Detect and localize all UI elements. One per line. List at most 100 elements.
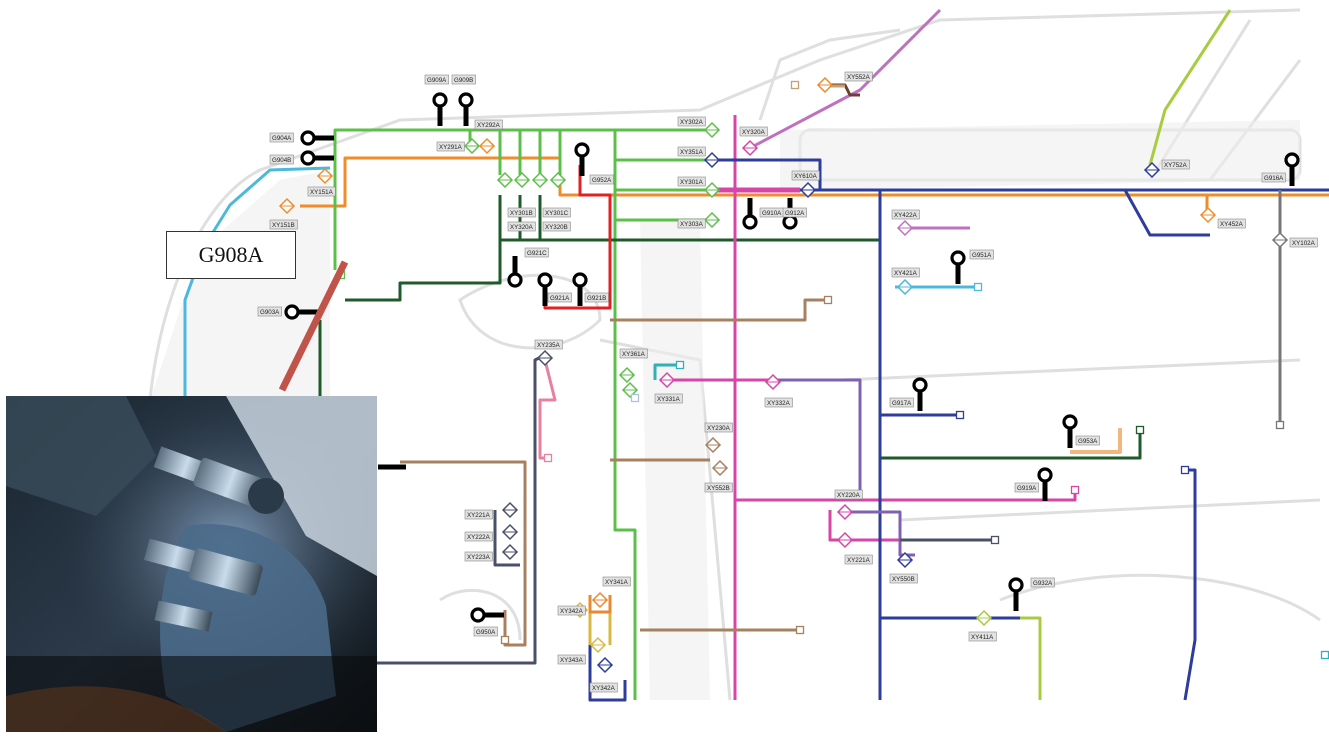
connector-label-c37: XY552B [704,482,733,493]
connector-label-c22: XY331A [654,393,683,404]
wire-violet [749,8,942,150]
svg-text:XY230A: XY230A [707,425,731,432]
wire-dark-green [345,238,1142,460]
ground-label-g19: G950A [473,626,498,637]
connector-c5 [496,171,514,189]
svg-text:G921A: G921A [550,295,570,302]
connector-c18 [1199,206,1217,224]
ground-label-g5: G952A [589,174,614,185]
ground-label-g8: G921C [524,247,549,258]
connector-label-c31: XY341A [602,576,631,587]
connector-label-c21: XY235A [534,339,563,350]
svg-text:XY222A: XY222A [467,534,491,541]
svg-text:G921B: G921B [587,295,606,302]
svg-text:XY320A: XY320A [742,129,766,136]
connector-label-c3: XY151A [307,186,336,197]
connector-c14 [799,181,817,199]
connector-c3 [316,167,334,185]
svg-text:XY221A: XY221A [467,512,491,519]
ground-label-g2: G909B [451,74,476,85]
connector-c34 [596,656,614,674]
connector-label-c14: XY610A [791,170,820,181]
ground-callout-box: G908A [166,231,296,279]
svg-text:XY610A: XY610A [794,173,818,180]
connector-label-c15: XY422A [891,209,920,220]
wire-slate-2 [493,510,520,567]
ground-label-g7: G912A [782,207,807,218]
svg-text:G912A: G912A [785,210,805,217]
connector-c31 [591,591,609,609]
connector-c38 [621,381,639,399]
connector-label-c20: XY361A [619,348,648,359]
connector-label-c5: XY301B [507,207,536,218]
svg-text:G903A: G903A [260,309,280,316]
svg-text:G910A: G910A [762,210,782,217]
ground-stud-g5 [574,142,590,176]
svg-text:G904B: G904B [272,157,291,164]
svg-text:G909B: G909B [454,77,473,84]
connector-c9 [703,121,721,139]
svg-text:XY303A: XY303A [680,221,704,228]
svg-text:XY411A: XY411A [971,634,994,641]
connector-c28 [501,501,519,519]
terminal-square-1 [823,295,833,305]
connector-label-c32: XY342A [557,605,586,616]
wire-green-2 [468,130,562,175]
connector-label-c35: XY411A [968,631,997,642]
svg-text:XY221A: XY221A [847,557,871,564]
svg-text:XY342A: XY342A [560,608,584,615]
connector-label-c29: XY222A [464,531,493,542]
ground-label-g12: G951A [969,249,994,260]
ground-stud-g13 [912,377,928,411]
svg-text:XY302A: XY302A [680,119,704,126]
svg-text:G919A: G919A [1017,485,1037,492]
connector-c11 [703,211,721,229]
connector-label-c27: XY550B [889,573,918,584]
wire-brown [400,460,527,647]
terminal-square-8 [1180,465,1190,475]
connector-c2 [478,137,496,155]
connector-c4 [278,197,296,215]
ground-stud-g2 [458,92,474,126]
svg-text:XY291A: XY291A [439,144,463,151]
svg-text:XY361A: XY361A [622,351,646,358]
connector-c16 [896,278,914,296]
ground-label-g3: G904A [269,132,294,143]
connector-c21 [536,349,554,367]
ground-stud-g9 [537,272,553,306]
callout-leader-line [278,260,349,392]
wire-green-3 [613,130,637,700]
svg-text:XY220A: XY220A [837,492,861,499]
ground-label-g17: G916A [1261,172,1286,183]
ground-label-g15: G919A [1014,482,1039,493]
svg-text:XY235A: XY235A [537,342,561,349]
terminal-square-15 [630,393,640,403]
ground-stud-g8 [507,256,523,288]
svg-text:XY422A: XY422A [894,212,918,219]
connector-label-c11: XY303A [677,218,706,229]
terminal-square-2 [973,282,983,292]
terminal-square-3 [955,410,965,420]
connector-c25 [836,503,854,521]
wire-teal [653,363,680,380]
wire-navy-3 [880,413,1197,701]
connector-label-c2: XY291A [436,141,465,152]
wire-lime-2 [1020,616,1042,700]
ground-stud-g14 [1062,414,1078,448]
connector-label-c12: XY351A [677,146,706,157]
terminal-square-6 [990,535,1000,545]
wire-green [333,128,710,270]
ground-stud-upper [153,446,284,514]
wire-brown-2 [610,298,828,632]
ground-stud-photo [6,396,377,732]
ground-stud-g19 [470,607,504,623]
connector-c29 [501,523,519,541]
ground-stud-g16 [1008,577,1024,611]
svg-text:G952A: G952A [592,177,612,184]
connector-c13 [741,139,759,157]
wire-orange-lower [588,595,612,614]
svg-text:XY292A: XY292A [477,122,501,129]
connector-c12 [703,151,721,169]
wire-light-blue [183,166,331,400]
ground-label-g10: G921B [584,292,609,303]
